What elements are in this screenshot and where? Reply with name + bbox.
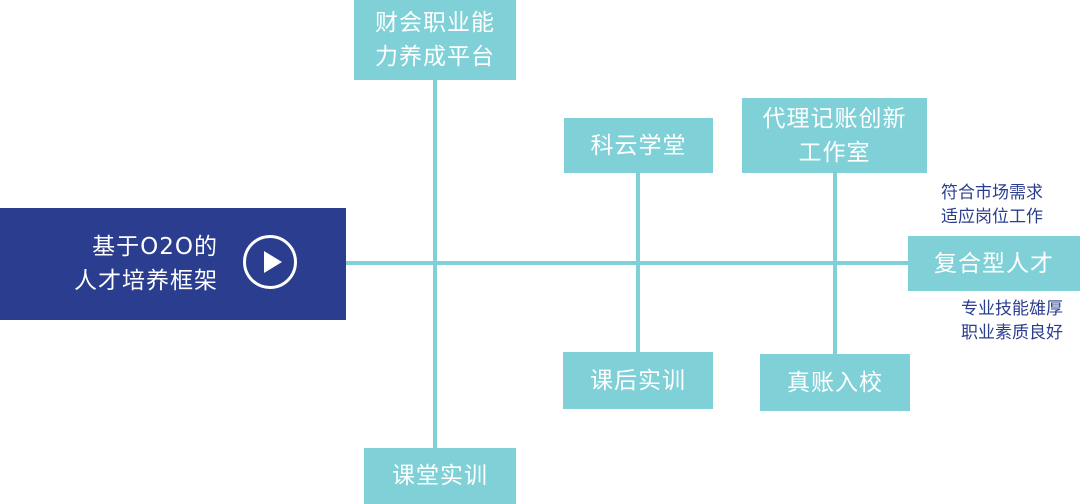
node-after-class-training-label: 课后实训: [590, 367, 686, 394]
node-compound-talent-label: 复合型人才: [934, 250, 1054, 277]
node-career-platform: 财会职业能 力养成平台: [354, 0, 516, 80]
note-below-line1: 专业技能雄厚: [961, 299, 1063, 319]
node-bookkeeping-studio-line1: 代理记账创新: [762, 105, 907, 132]
play-triangle: [264, 251, 282, 273]
note-below-line2: 职业素质良好: [961, 323, 1063, 343]
note-below: 专业技能雄厚 职业素质良好: [922, 297, 1080, 345]
node-career-platform-line2: 力养成平台: [375, 44, 495, 70]
branch-line-2: [636, 172, 640, 354]
root-label-line2: 人才培养框架: [74, 268, 218, 294]
node-keyun-classroom: 科云学堂: [564, 118, 713, 173]
node-class-training-label: 课堂实训: [392, 463, 488, 489]
play-icon[interactable]: [243, 235, 297, 289]
node-compound-talent: 复合型人才: [908, 236, 1080, 291]
note-above-line1: 符合市场需求: [941, 183, 1043, 203]
node-after-class-training: 课后实训: [563, 352, 713, 409]
branch-line-3: [833, 172, 837, 356]
node-bookkeeping-studio-line2: 工作室: [798, 139, 871, 166]
note-above-line2: 适应岗位工作: [941, 207, 1043, 227]
node-keyun-classroom-label: 科云学堂: [590, 132, 687, 159]
node-class-training: 课堂实训: [364, 448, 516, 504]
node-career-platform-line1: 财会职业能: [375, 10, 495, 36]
node-real-accounts: 真账入校: [760, 354, 910, 411]
note-above: 符合市场需求 适应岗位工作: [902, 181, 1080, 229]
node-bookkeeping-studio: 代理记账创新 工作室: [742, 98, 927, 173]
node-real-accounts-label: 真账入校: [787, 369, 883, 396]
branch-line-1: [433, 80, 437, 450]
main-spine-line: [346, 261, 908, 265]
root-label: 基于O2O的 人才培养框架: [74, 230, 218, 298]
root-label-line1: 基于O2O的: [92, 234, 218, 260]
